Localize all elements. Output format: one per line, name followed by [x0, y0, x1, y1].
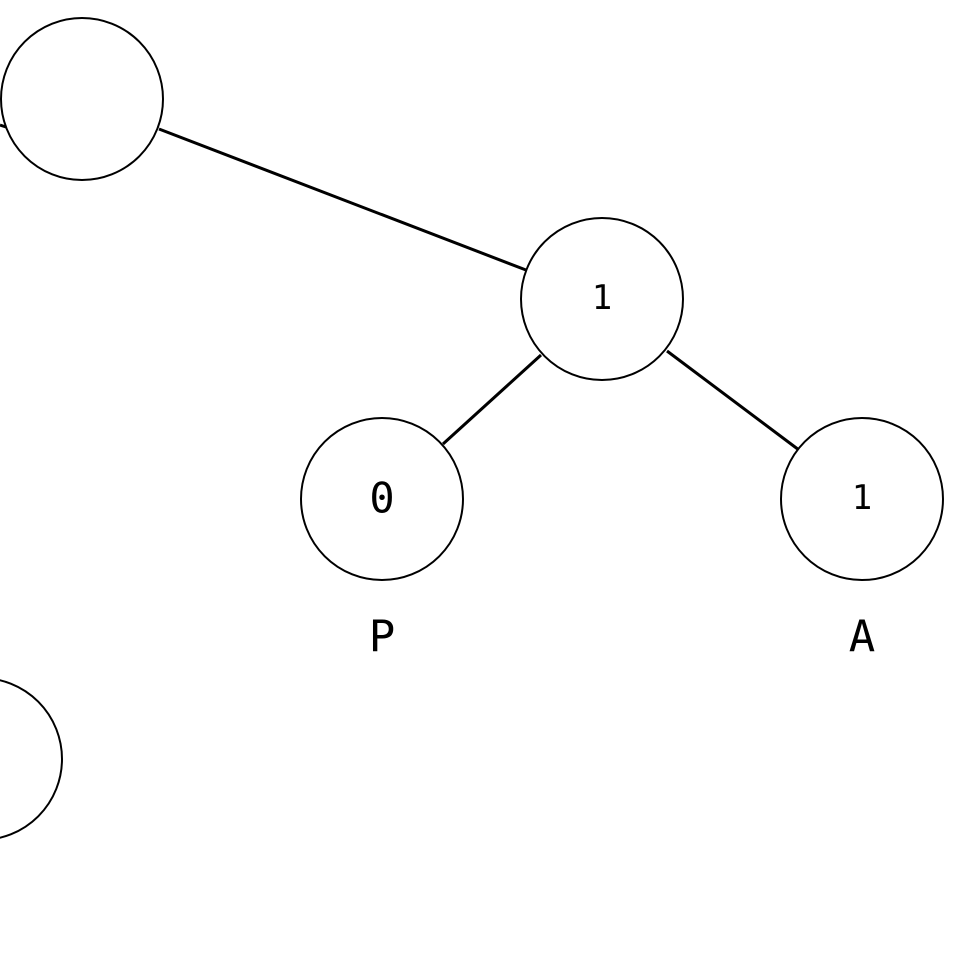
- node-leaf-right-label: 1: [852, 478, 872, 518]
- tree-node-root: [0, 17, 164, 181]
- tree-node-internal: 1: [520, 217, 684, 381]
- node-leaf-left-label: 0: [369, 474, 394, 523]
- edge-internal-to-leaf-left: [441, 353, 543, 446]
- tree-node-leaf-left: 0: [300, 417, 464, 581]
- tree-node-offscreen-left: [0, 679, 63, 839]
- tree-node-leaf-right: 1: [780, 417, 944, 581]
- leaf-left-symbol: P: [369, 612, 396, 663]
- node-internal-label: 1: [592, 278, 612, 318]
- edge-internal-to-leaf-right: [666, 349, 800, 452]
- leaf-right-symbol: A: [849, 612, 876, 663]
- edge-root-to-internal: [158, 127, 527, 272]
